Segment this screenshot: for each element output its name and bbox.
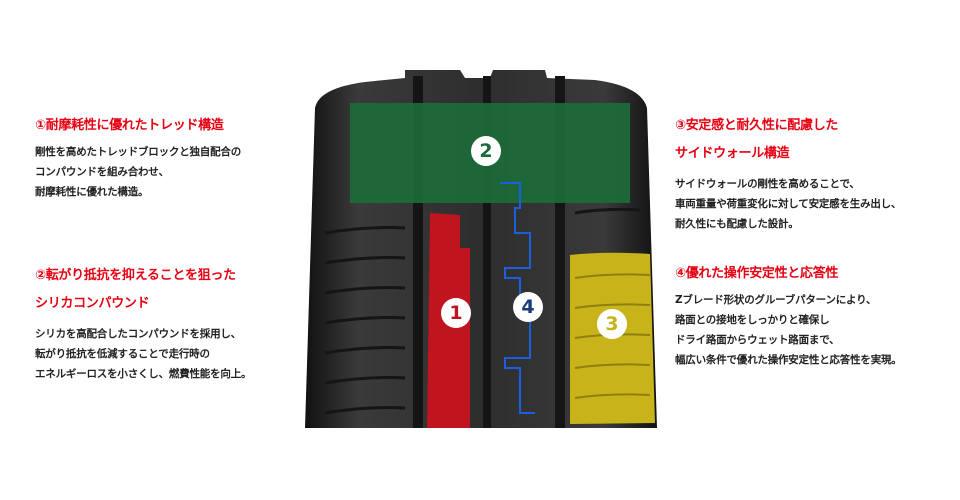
badge-1: 1 (441, 298, 471, 328)
body-line: 剛性を高めたトレッドブロックと独自配合の (35, 146, 241, 158)
feature-2-body: シリカを高配合したコンパウンドを採用し、 転がり抵抗を低減することで走行時の エ… (35, 324, 252, 384)
title-line: ①耐摩耗性に優れたトレッド構造 (35, 118, 224, 133)
tire-tread-image (305, 70, 657, 428)
body-line: エネルギーロスを小さくし、燃費性能を向上。 (35, 368, 252, 380)
feature-1-title: ①耐摩耗性に優れたトレッド構造 (35, 114, 241, 138)
body-line: 耐久性にも配慮した設計。 (675, 218, 799, 230)
title-line: ②転がり抵抗を抑えることを狙った (35, 268, 236, 283)
title-line: シリカコンパウンド (35, 296, 150, 311)
body-line: ドライ路面からウェット路面まで、 (675, 334, 840, 346)
badge-3: 3 (597, 309, 627, 339)
body-line: シリカを高配合したコンパウンドを採用し、 (35, 328, 241, 340)
body-line: 幅広い条件で優れた操作安定性と応答性を実現。 (675, 354, 902, 366)
feature-4: ④優れた操作安定性と応答性 Zブレード形状のグルーブパターンにより、 路面との接… (675, 262, 902, 370)
body-line: コンパウンドを組み合わせ、 (35, 166, 169, 178)
feature-1-body: 剛性を高めたトレッドブロックと独自配合の コンパウンドを組み合わせ、 耐摩耗性に… (35, 142, 241, 202)
badge-4: 4 (513, 292, 543, 322)
feature-2-title: ②転がり抵抗を抑えることを狙った シリカコンパウンド (35, 264, 251, 316)
body-line: サイドウォールの剛性を高めることで、 (675, 178, 860, 190)
body-line: Zブレード形状のグルーブパターンにより、 (675, 294, 877, 306)
title-line: ③安定感と耐久性に配慮した (675, 118, 839, 133)
feature-2: ②転がり抵抗を抑えることを狙った シリカコンパウンド シリカを高配合したコンパウ… (35, 264, 252, 384)
body-line: 路面との接地をしっかりと確保し (675, 314, 830, 326)
feature-3-body: サイドウォールの剛性を高めることで、 車両重量や荷重変化に対して安定感を生み出し… (675, 174, 901, 234)
body-line: 転がり抵抗を低減することで走行時の (35, 348, 210, 360)
body-line: 耐摩耗性に優れた構造。 (35, 186, 149, 198)
feature-1: ①耐摩耗性に優れたトレッド構造 剛性を高めたトレッドブロックと独自配合の コンパ… (35, 114, 241, 202)
feature-3-title: ③安定感と耐久性に配慮した サイドウォール構造 (675, 114, 901, 166)
title-line: ④優れた操作安定性と応答性 (675, 266, 839, 281)
feature-4-body: Zブレード形状のグルーブパターンにより、 路面との接地をしっかりと確保し ドライ… (675, 290, 902, 370)
feature-4-title: ④優れた操作安定性と応答性 (675, 262, 902, 286)
body-line: 車両重量や荷重変化に対して安定感を生み出し、 (675, 198, 902, 210)
zone-4 (500, 182, 535, 414)
feature-3: ③安定感と耐久性に配慮した サイドウォール構造 サイドウォールの剛性を高めること… (675, 114, 901, 234)
badge-2: 2 (471, 136, 501, 166)
tire-illustration: 2 1 4 3 (305, 68, 657, 428)
title-line: サイドウォール構造 (675, 146, 790, 161)
